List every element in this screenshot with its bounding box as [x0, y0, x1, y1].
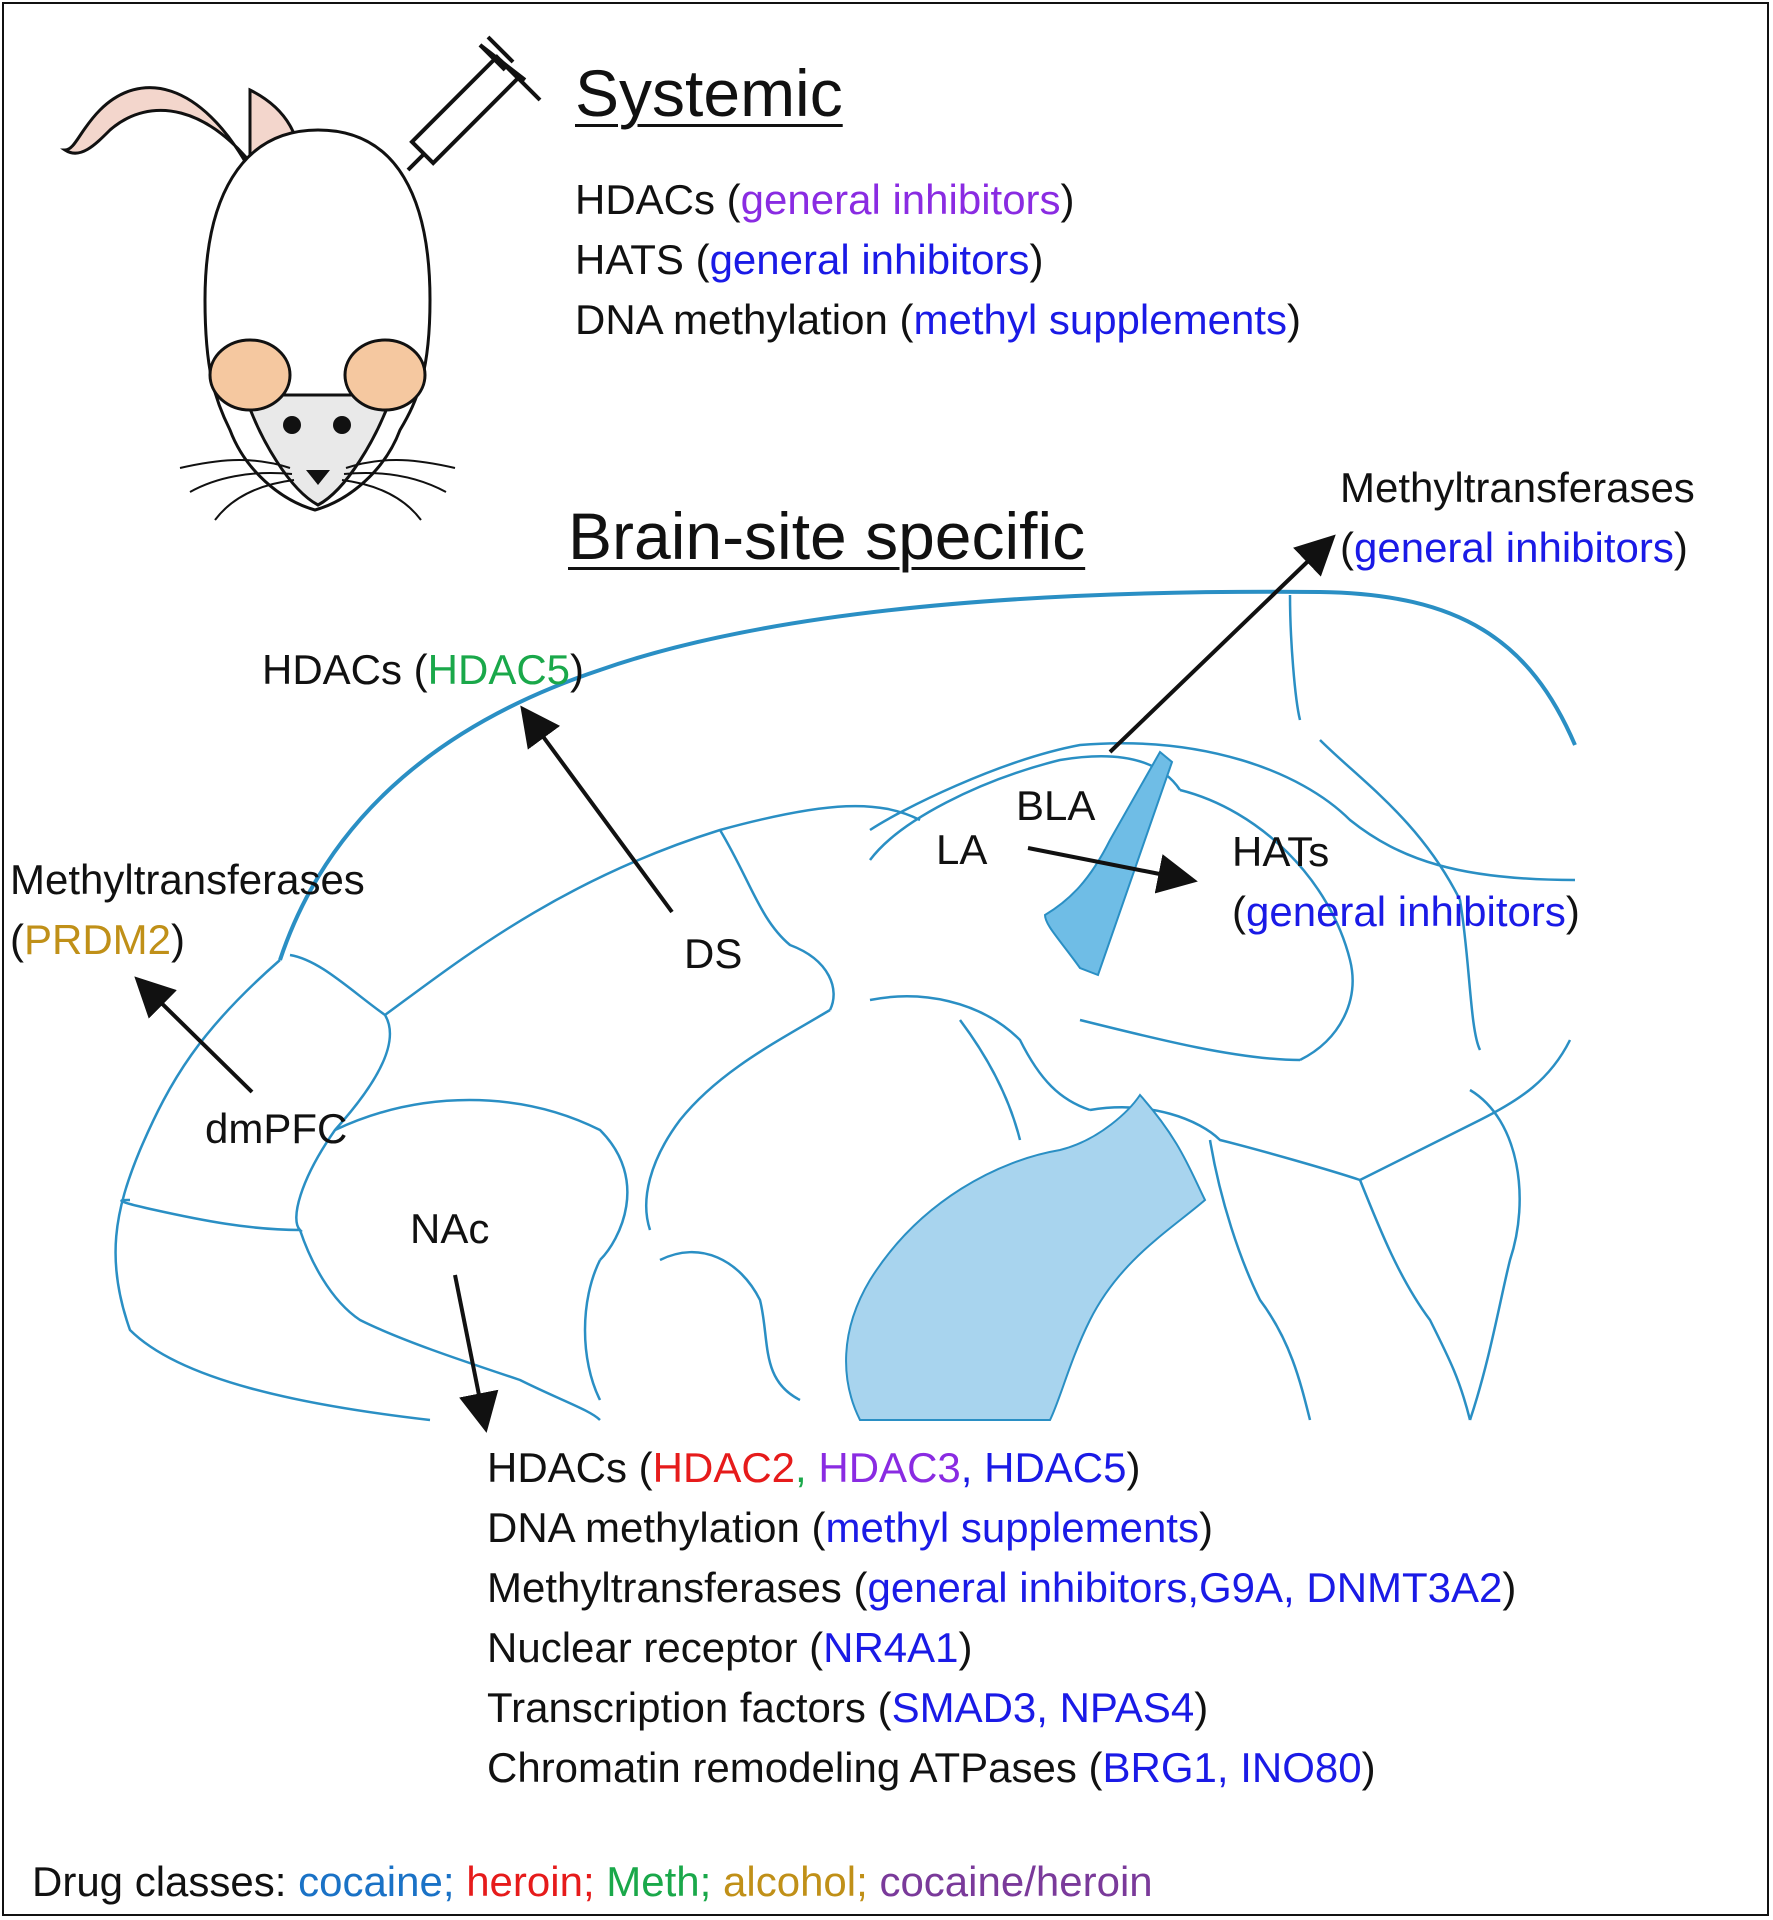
brain-lower-ventricle: [845, 1093, 1207, 1421]
dmpfc-target-line2: (PRDM2): [10, 916, 186, 963]
la-target-line2: (general inhibitors): [1232, 888, 1580, 935]
bla-target-line2: (general inhibitors): [1340, 524, 1688, 571]
arrow-bla: [1108, 534, 1336, 754]
region-label-nac: NAc: [410, 1205, 490, 1252]
mouse-eye-right: [333, 416, 351, 434]
region-label-la: LA: [936, 826, 988, 873]
nac-target-tf: Transcription factors (SMAD3, NPAS4): [487, 1684, 1209, 1731]
dmpfc-target-line1: Methyltransferases: [10, 856, 365, 903]
mouse-ear-left: [208, 338, 292, 412]
region-label-dmpfc: dmPFC: [205, 1105, 348, 1152]
mouse-ear-right: [343, 338, 427, 412]
arrow-dmpfc: [134, 976, 254, 1094]
nac-target-hdacs: HDACs (HDAC2, HDAC3, HDAC5): [487, 1444, 1141, 1491]
nac-target-methyltransferases: Methyltransferases (general inhibitors,G…: [487, 1564, 1517, 1611]
mouse-eye-left: [283, 416, 301, 434]
ds-target: HDACs (HDAC5): [262, 646, 585, 693]
syringe-icon: [406, 35, 542, 172]
region-label-bla: BLA: [1016, 782, 1096, 829]
arrow-ds: [520, 705, 674, 914]
systemic-title: Systemic: [575, 56, 843, 130]
nac-target-chromatin: Chromatin remodeling ATPases (BRG1, INO8…: [487, 1744, 1376, 1791]
nac-target-dna: DNA methylation (methyl supplements): [487, 1504, 1213, 1551]
nac-target-nuclear: Nuclear receptor (NR4A1): [487, 1624, 973, 1671]
mouse-face: [242, 393, 395, 507]
mouse-nose: [306, 470, 330, 485]
arrow-la: [1027, 846, 1198, 894]
systemic-line-hdacs: HDACs (general inhibitors): [575, 176, 1075, 223]
region-label-ds: DS: [684, 930, 743, 977]
bla-target-line1: Methyltransferases: [1340, 464, 1695, 511]
mouse-illustration: [60, 86, 456, 521]
arrow-nac: [453, 1274, 499, 1433]
brain-outline: [114, 589, 1577, 1422]
brain-site-title: Brain-site specific: [568, 499, 1086, 573]
systemic-line-hats: HATS (general inhibitors): [575, 236, 1044, 283]
systemic-line-dna: DNA methylation (methyl supplements): [575, 296, 1301, 343]
mouse-whiskers: [179, 459, 456, 521]
drug-classes-legend: Drug classes: cocaine; heroin; Meth; alc…: [32, 1858, 1153, 1905]
la-target-line1: HATs: [1232, 828, 1330, 875]
